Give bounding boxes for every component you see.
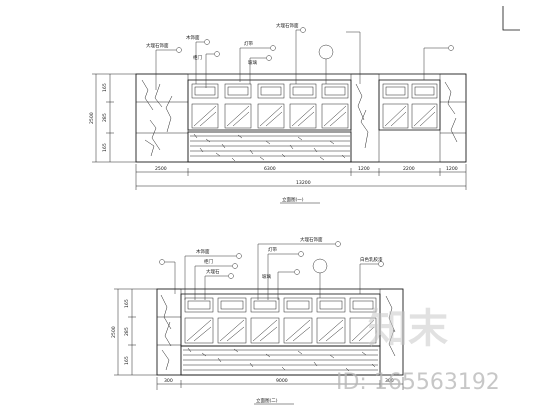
top-stone-texture bbox=[190, 133, 350, 162]
bottom-callouts: 木饰面 柜门 大理石 大理石饰面 灯带 玻璃 白色乳胶漆 bbox=[159, 236, 384, 300]
bottom-wall-outline bbox=[156, 288, 404, 376]
bottom-callout-4: 大理石饰面 bbox=[300, 236, 323, 243]
bottom-stone-base bbox=[180, 345, 381, 376]
top-width-seg-3: 1200 bbox=[358, 166, 370, 172]
bottom-marble-left bbox=[156, 288, 182, 376]
top-cabinet-right-doors bbox=[382, 83, 438, 129]
bottom-cabinet-glass-doors bbox=[184, 317, 377, 344]
bottom-stone-texture bbox=[183, 347, 378, 372]
watermark-logo-text: 知末 bbox=[368, 306, 448, 352]
bottom-width-seg-1: 300 bbox=[164, 378, 173, 384]
top-width-dims: 2500 6300 1200 2200 1200 13200 bbox=[135, 164, 467, 190]
top-overall-height: 2500 bbox=[89, 112, 95, 124]
bottom-callout-2: 柜门 bbox=[204, 258, 213, 265]
top-callout-3: 柜门 bbox=[193, 54, 202, 61]
top-callout-2: 木饰面 bbox=[186, 34, 200, 41]
top-callout-6: 大理石饰面 bbox=[276, 22, 299, 29]
top-elevation: 165 285 165 2500 2500 6300 1200 2200 120… bbox=[89, 22, 467, 204]
top-row-height-2: 285 bbox=[102, 113, 108, 122]
top-row-height-3: 165 bbox=[102, 143, 108, 152]
top-marble-panel-center bbox=[350, 73, 380, 163]
top-height-dims: 165 285 165 2500 bbox=[89, 73, 136, 163]
top-marble-veins bbox=[141, 79, 458, 157]
top-width-seg-5: 1200 bbox=[446, 166, 458, 172]
bottom-elevation-caption: 立面图(二) bbox=[256, 397, 278, 404]
top-callouts: 大理石饰面 木饰面 柜门 灯带 玻璃 大理石饰面 bbox=[146, 22, 454, 90]
top-elevation-caption: 立面图(一) bbox=[282, 196, 304, 203]
watermark-id-text: ID: 165563192 bbox=[336, 370, 500, 395]
bottom-width-seg-2: 9000 bbox=[276, 378, 288, 384]
top-cabinet-left bbox=[187, 79, 352, 131]
bottom-callout-3: 大理石 bbox=[206, 268, 220, 275]
bottom-callout-6: 玻璃 bbox=[262, 273, 271, 280]
top-marble-panel-left bbox=[135, 73, 189, 163]
top-callout-1: 大理石饰面 bbox=[146, 42, 169, 49]
bottom-row-height-2: 285 bbox=[124, 327, 130, 336]
top-marble-panel-right bbox=[439, 73, 467, 163]
bottom-marble-veins bbox=[160, 294, 396, 371]
bottom-callout-1: 木饰面 bbox=[196, 248, 210, 255]
top-callout-5: 玻璃 bbox=[248, 59, 257, 66]
bottom-callout-7: 白色乳胶漆 bbox=[360, 256, 383, 263]
top-row-height-1: 165 bbox=[102, 83, 108, 92]
top-stone-base bbox=[187, 131, 352, 163]
bottom-row-height-3: 165 bbox=[124, 356, 130, 365]
bottom-elevation: 165 285 165 2500 300 9000 300 立面图(二) 木饰面… bbox=[111, 236, 404, 405]
top-overall-width: 13200 bbox=[296, 180, 311, 186]
watermark: 知末 ID: 165563192 bbox=[336, 306, 500, 395]
bottom-height-dims: 165 285 165 2500 bbox=[111, 288, 157, 376]
bottom-callout-5: 灯带 bbox=[268, 246, 277, 253]
top-cabinet-left-upper-doors bbox=[191, 83, 349, 99]
top-cabinet-left-glass-doors bbox=[191, 103, 349, 129]
bottom-width-seg-3: 300 bbox=[385, 378, 394, 384]
top-callout-4: 灯带 bbox=[244, 40, 253, 47]
bottom-overall-height: 2500 bbox=[111, 326, 117, 338]
corner-mark bbox=[502, 6, 520, 31]
top-width-seg-2: 6300 bbox=[264, 166, 276, 172]
top-width-seg-1: 2500 bbox=[155, 166, 167, 172]
bottom-row-height-1: 165 bbox=[124, 299, 130, 308]
top-width-seg-4: 2200 bbox=[403, 166, 415, 172]
bottom-cabinet-upper-doors bbox=[184, 297, 377, 313]
top-cabinet-right bbox=[378, 79, 441, 131]
bottom-width-dims: 300 9000 300 bbox=[156, 377, 404, 390]
